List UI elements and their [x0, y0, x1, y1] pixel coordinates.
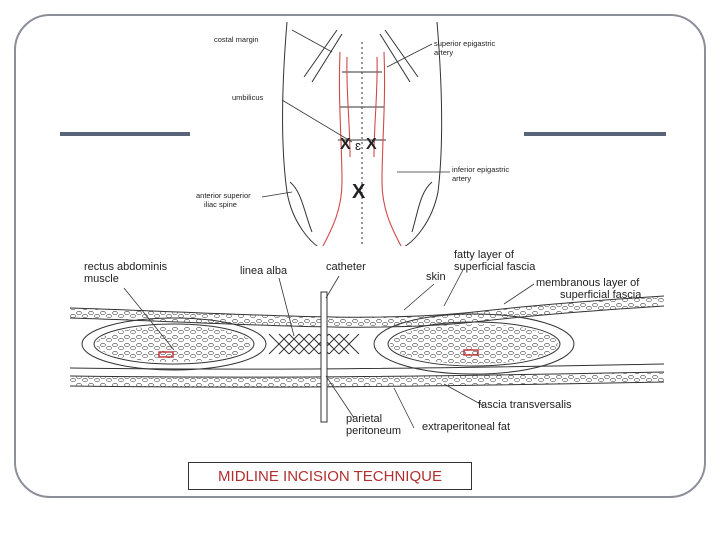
label-linea-alba: linea alba: [240, 265, 288, 277]
label-fatty-layer: fatty layer of: [454, 249, 514, 261]
label-membranous-layer: membranous layer of: [536, 277, 640, 289]
label-costal-margin: costal margin: [214, 35, 259, 44]
divider-left: [60, 132, 190, 136]
mark-x-left: X: [340, 136, 351, 153]
label-catheter: catheter: [326, 261, 366, 273]
label-fascia-transversalis: fascia transversalis: [478, 399, 572, 411]
label-iliac-spine-1: anterior superior: [196, 191, 251, 200]
label-fatty-superficial-fascia: superficial fascia: [454, 261, 536, 273]
label-superior-epigastric-artery: artery: [434, 48, 454, 57]
caption-box: MIDLINE INCISION TECHNIQUE: [188, 462, 472, 490]
mark-x-right: X: [366, 136, 377, 153]
label-inferior-epigastric: inferior epigastric: [452, 165, 510, 174]
abdomen-drawing: [261, 22, 450, 248]
label-umbilicus: umbilicus: [232, 93, 264, 102]
label-parietal: parietal: [346, 413, 383, 425]
slide-frame: [14, 14, 706, 498]
abdomen-illustration: costal margin superior epigastric artery…: [192, 22, 522, 248]
mark-x-lower: X: [352, 181, 366, 203]
divider-right: [524, 132, 666, 136]
mark-umbilicus: ɛ: [355, 138, 361, 153]
label-skin: skin: [426, 271, 446, 283]
label-peritoneum: peritoneum: [346, 425, 402, 437]
cross-section-illustration: rectus abdominis muscle linea alba cathe…: [64, 246, 668, 444]
label-superior-epigastric: superior epigastric: [434, 39, 496, 48]
caption-text: MIDLINE INCISION TECHNIQUE: [218, 467, 442, 485]
label-rectus-muscle: muscle: [84, 273, 119, 285]
label-inferior-epigastric-artery: artery: [452, 174, 472, 183]
label-rectus-abdominis: rectus abdominis: [84, 261, 168, 273]
label-membranous-superficial-fascia: superficial fascia: [560, 289, 642, 301]
label-iliac-spine-2: iliac spine: [204, 200, 237, 209]
cross-section-drawing: [69, 267, 665, 429]
label-extraperitoneal-fat: extraperitoneal fat: [422, 421, 511, 433]
